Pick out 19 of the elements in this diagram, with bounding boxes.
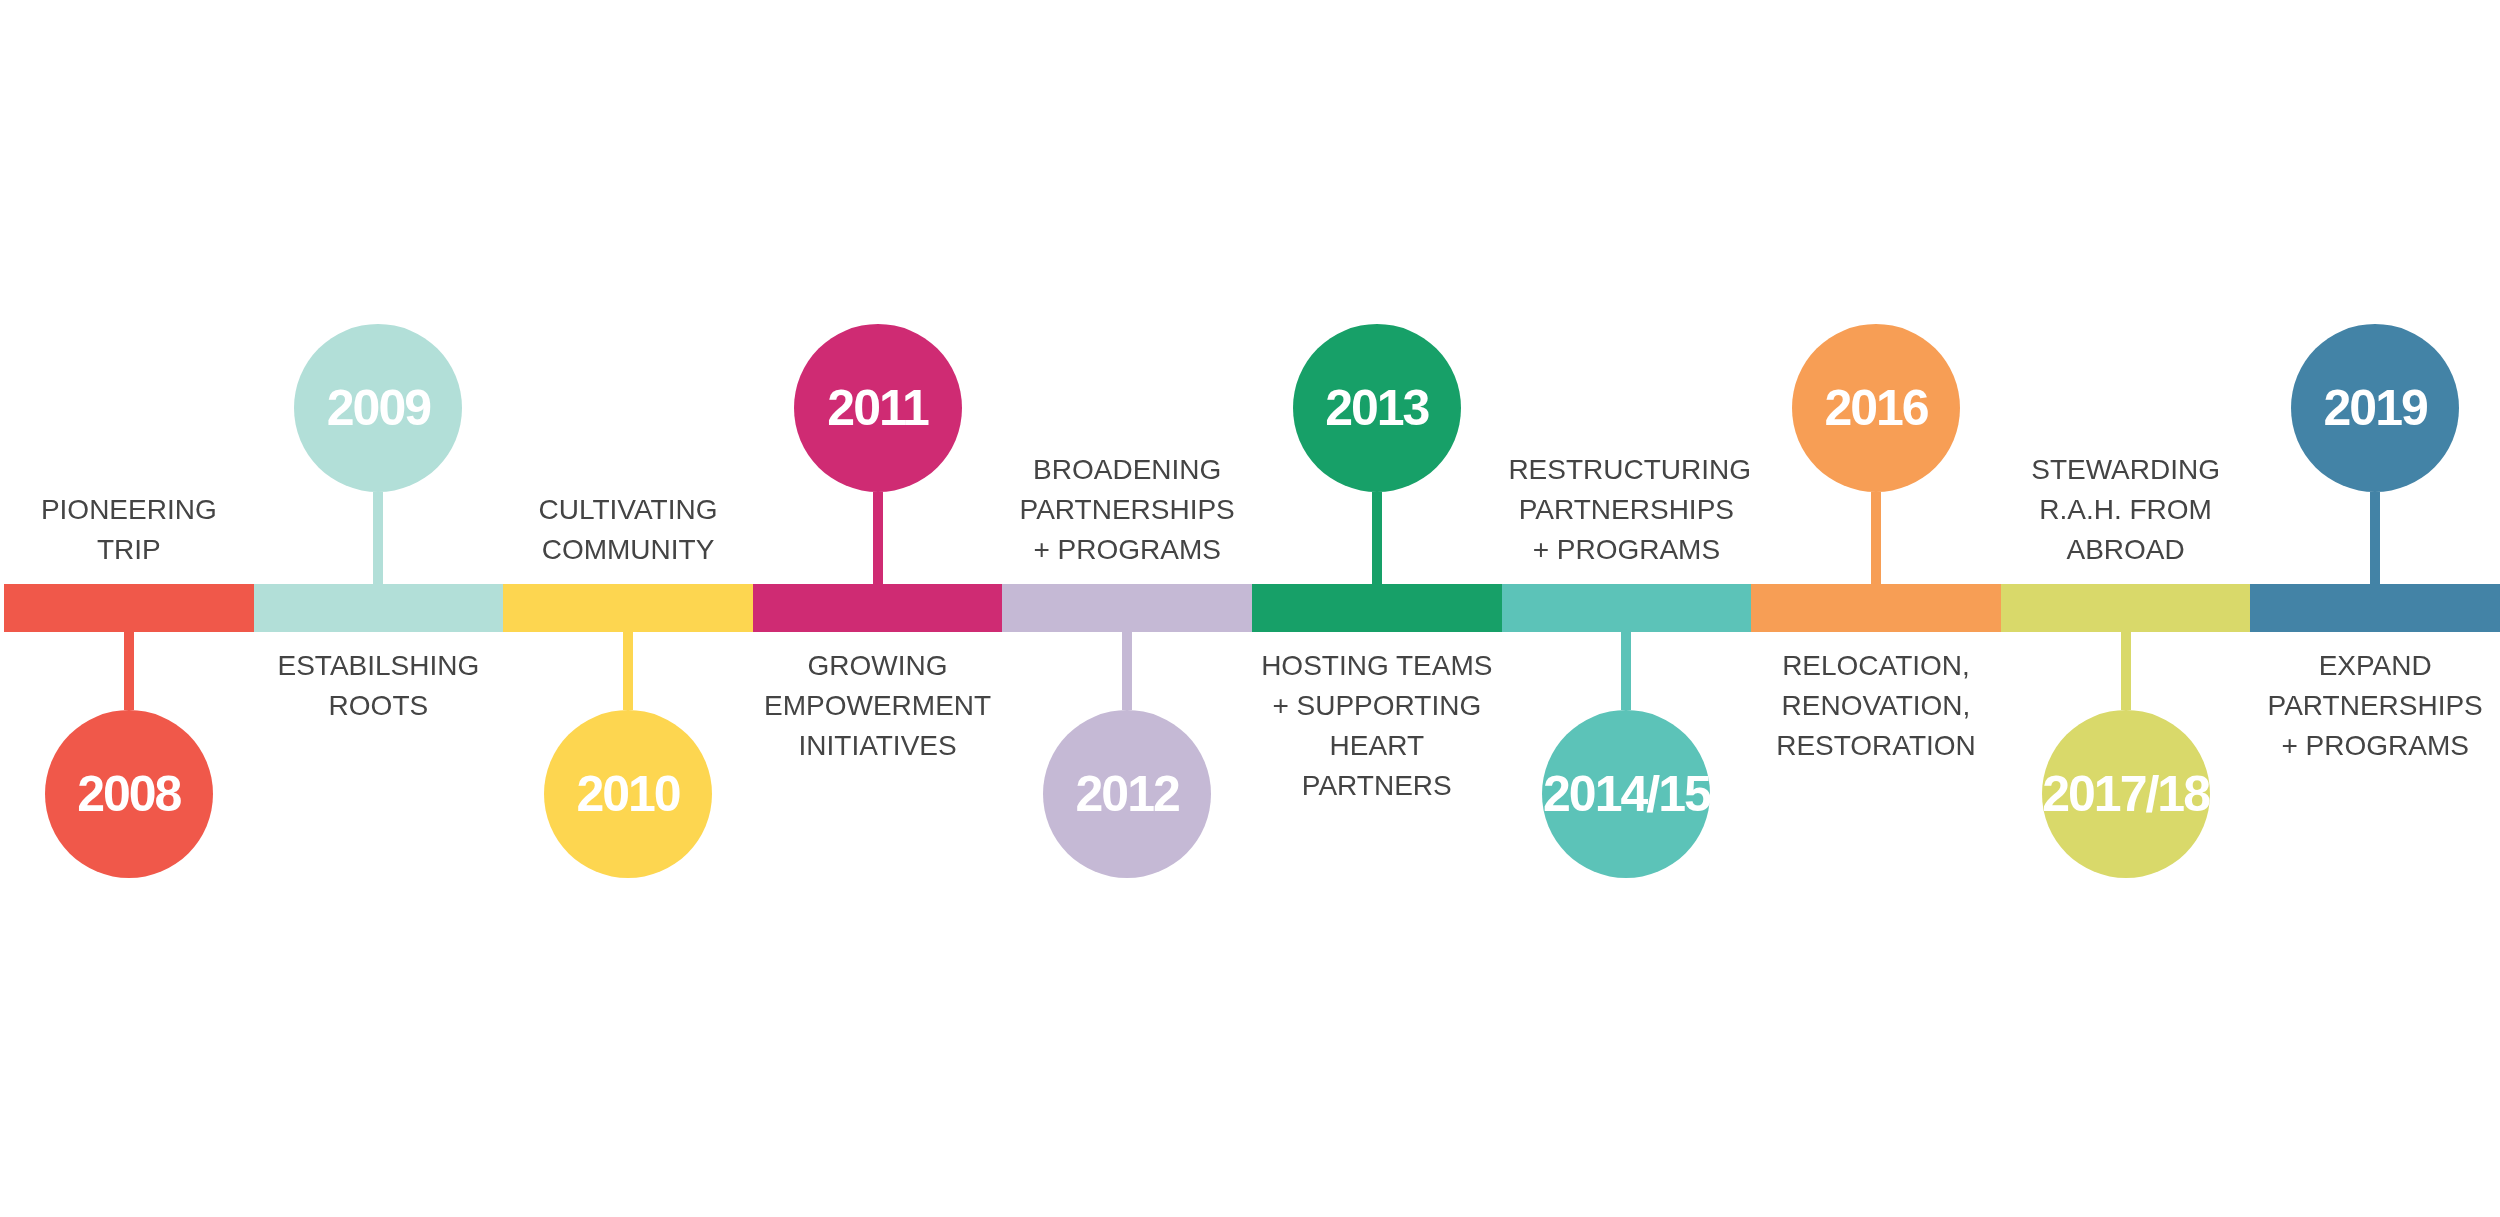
- year-label: 2010: [576, 765, 680, 823]
- year-label: 2009: [326, 379, 430, 437]
- milestone-caption: GROWING EMPOWERMENT INITIATIVES: [763, 649, 993, 763]
- year-label: 2013: [1325, 379, 1429, 437]
- year-label: 2016: [1824, 379, 1928, 437]
- milestone-caption: EXPAND PARTNERSHIPS + PROGRAMS: [2266, 649, 2484, 763]
- year-label: 2017/18: [2042, 765, 2209, 823]
- year-label: 2014/15: [1543, 765, 1710, 823]
- milestone-caption: BROADENING PARTNERSHIPS + PROGRAMS: [1018, 453, 1236, 567]
- milestone-caption: CULTIVATING COMMUNITY: [537, 493, 719, 567]
- milestone-caption: STEWARDING R.A.H. FROM ABROAD: [2030, 453, 2221, 567]
- milestone-caption: PIONEERING TRIP: [39, 493, 218, 567]
- year-label: 2012: [1075, 765, 1179, 823]
- year-label: 2008: [77, 765, 181, 823]
- year-label: 2019: [2323, 379, 2427, 437]
- year-label: 2011: [827, 379, 928, 437]
- milestone-caption: RELOCATION, RENOVATION, RESTORATION: [1775, 649, 1977, 763]
- milestone-caption: ESTABILSHING ROOTS: [276, 649, 481, 723]
- milestone-caption: HOSTING TEAMS + SUPPORTING HEART PARTNERS: [1260, 649, 1494, 803]
